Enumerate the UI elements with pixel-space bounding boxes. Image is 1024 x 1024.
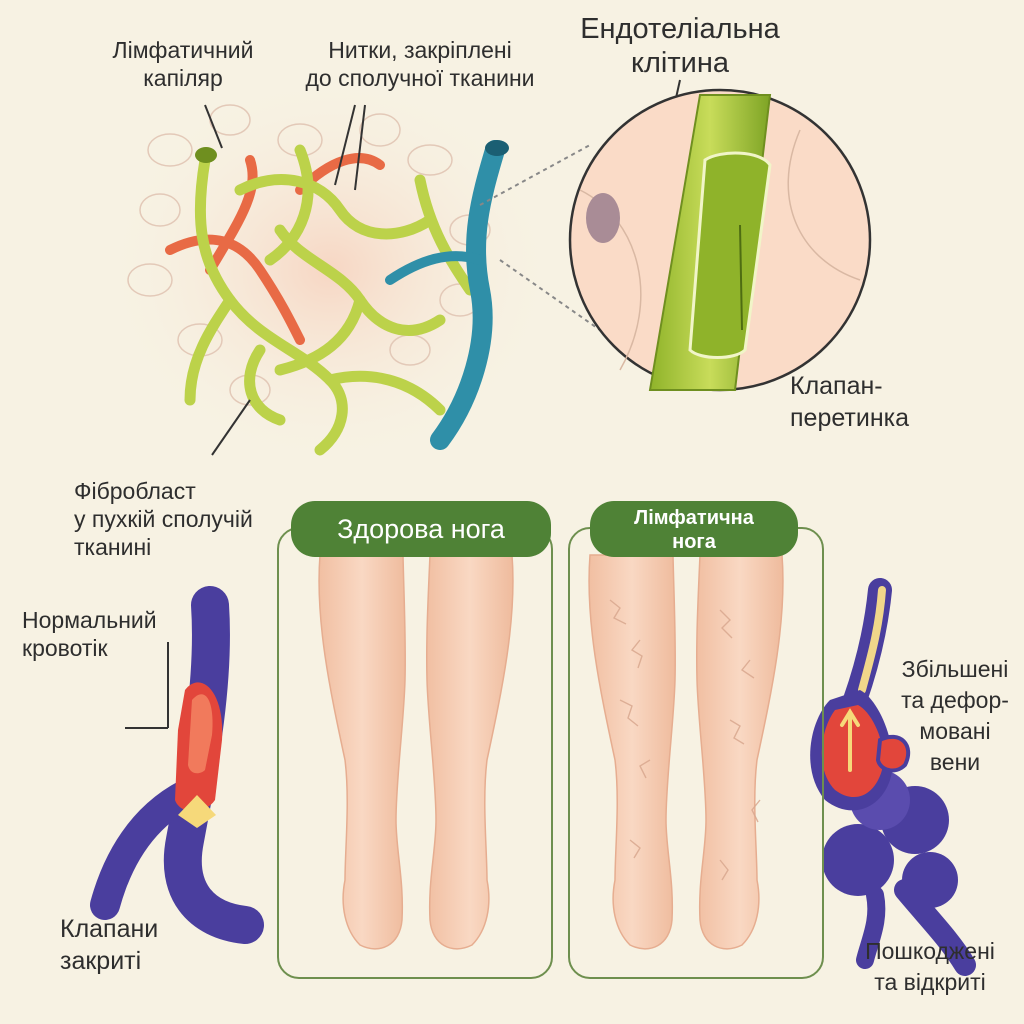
label-enlarged-line2: та дефор-: [901, 687, 1009, 713]
label-fibroblast-line2: у пухкій сполучій: [74, 506, 253, 532]
healthy-leg-title-text: Здорова нога: [337, 514, 505, 544]
label-endothelial-cell: Ендотеліальна клітина: [560, 12, 800, 80]
label-lymph-capillary: Лімфатичний капіляр: [98, 36, 268, 92]
healthy-leg-panel: [277, 527, 553, 979]
label-valves-closed-line1: Клапани: [60, 915, 159, 943]
varicose-vein-illustration: [810, 578, 976, 976]
lymphatic-leg-panel: [568, 527, 824, 979]
label-valve-membrane: Клапан- перетинка: [790, 370, 950, 434]
healthy-leg-title: Здорова нога: [291, 501, 551, 557]
label-threads-line1: Нитки, закріплені: [328, 37, 512, 63]
label-normal-flow-line2: кровотік: [22, 635, 108, 661]
healthy-legs: [318, 554, 514, 950]
label-enlarged-line1: Збільшені: [901, 656, 1009, 682]
lymph-capillary-network: [184, 144, 476, 456]
lymphatic-legs: [588, 554, 784, 950]
healthy-vein-illustration: [90, 586, 264, 944]
label-damaged-open: Пошкоджені та відкриті: [845, 936, 1015, 998]
label-lymph-capillary-line2: капіляр: [143, 65, 223, 91]
label-lymph-capillary-line1: Лімфатичний: [112, 37, 254, 63]
lymphatic-leg-title-line2: нога: [672, 531, 716, 553]
label-valves-closed-line2: закриті: [60, 947, 142, 975]
label-enlarged-line4: вени: [929, 749, 981, 775]
label-damaged-line1: Пошкоджені: [865, 938, 995, 964]
label-endothelial-line1: Ендотеліальна: [580, 13, 780, 45]
lymph-capillary-open-end: [195, 147, 217, 163]
label-endothelial-line2: клітина: [630, 47, 729, 79]
label-threads-line2: до сполучної тканини: [305, 65, 535, 91]
lymphatic-leg-title-line1: Лімфатична: [634, 507, 754, 529]
label-valve-line1: Клапан-: [790, 372, 883, 400]
label-enlarged-veins: Збільшені та дефор- мовані вени: [890, 654, 1020, 778]
magnified-vessel-inset: [568, 88, 872, 392]
label-normal-flow-line1: Нормальний: [22, 607, 157, 633]
label-fibroblast-line1: Фібробласт: [74, 478, 196, 504]
label-enlarged-line3: мовані: [919, 718, 991, 744]
label-valve-line2: перетинка: [790, 404, 910, 432]
label-threads: Нитки, закріплені до сполучної тканини: [280, 36, 560, 92]
label-damaged-line2: та відкриті: [874, 969, 986, 995]
lymphatic-leg-title: Лімфатична нога: [590, 501, 798, 557]
label-normal-flow: Нормальний кровотік: [22, 606, 182, 662]
label-fibroblast-line3: тканині: [74, 534, 152, 560]
label-valves-closed: Клапани закриті: [60, 913, 190, 977]
label-fibroblast: Фібробласт у пухкій сполучій тканині: [74, 477, 274, 561]
lymph-collecting-vessel: [385, 140, 509, 450]
